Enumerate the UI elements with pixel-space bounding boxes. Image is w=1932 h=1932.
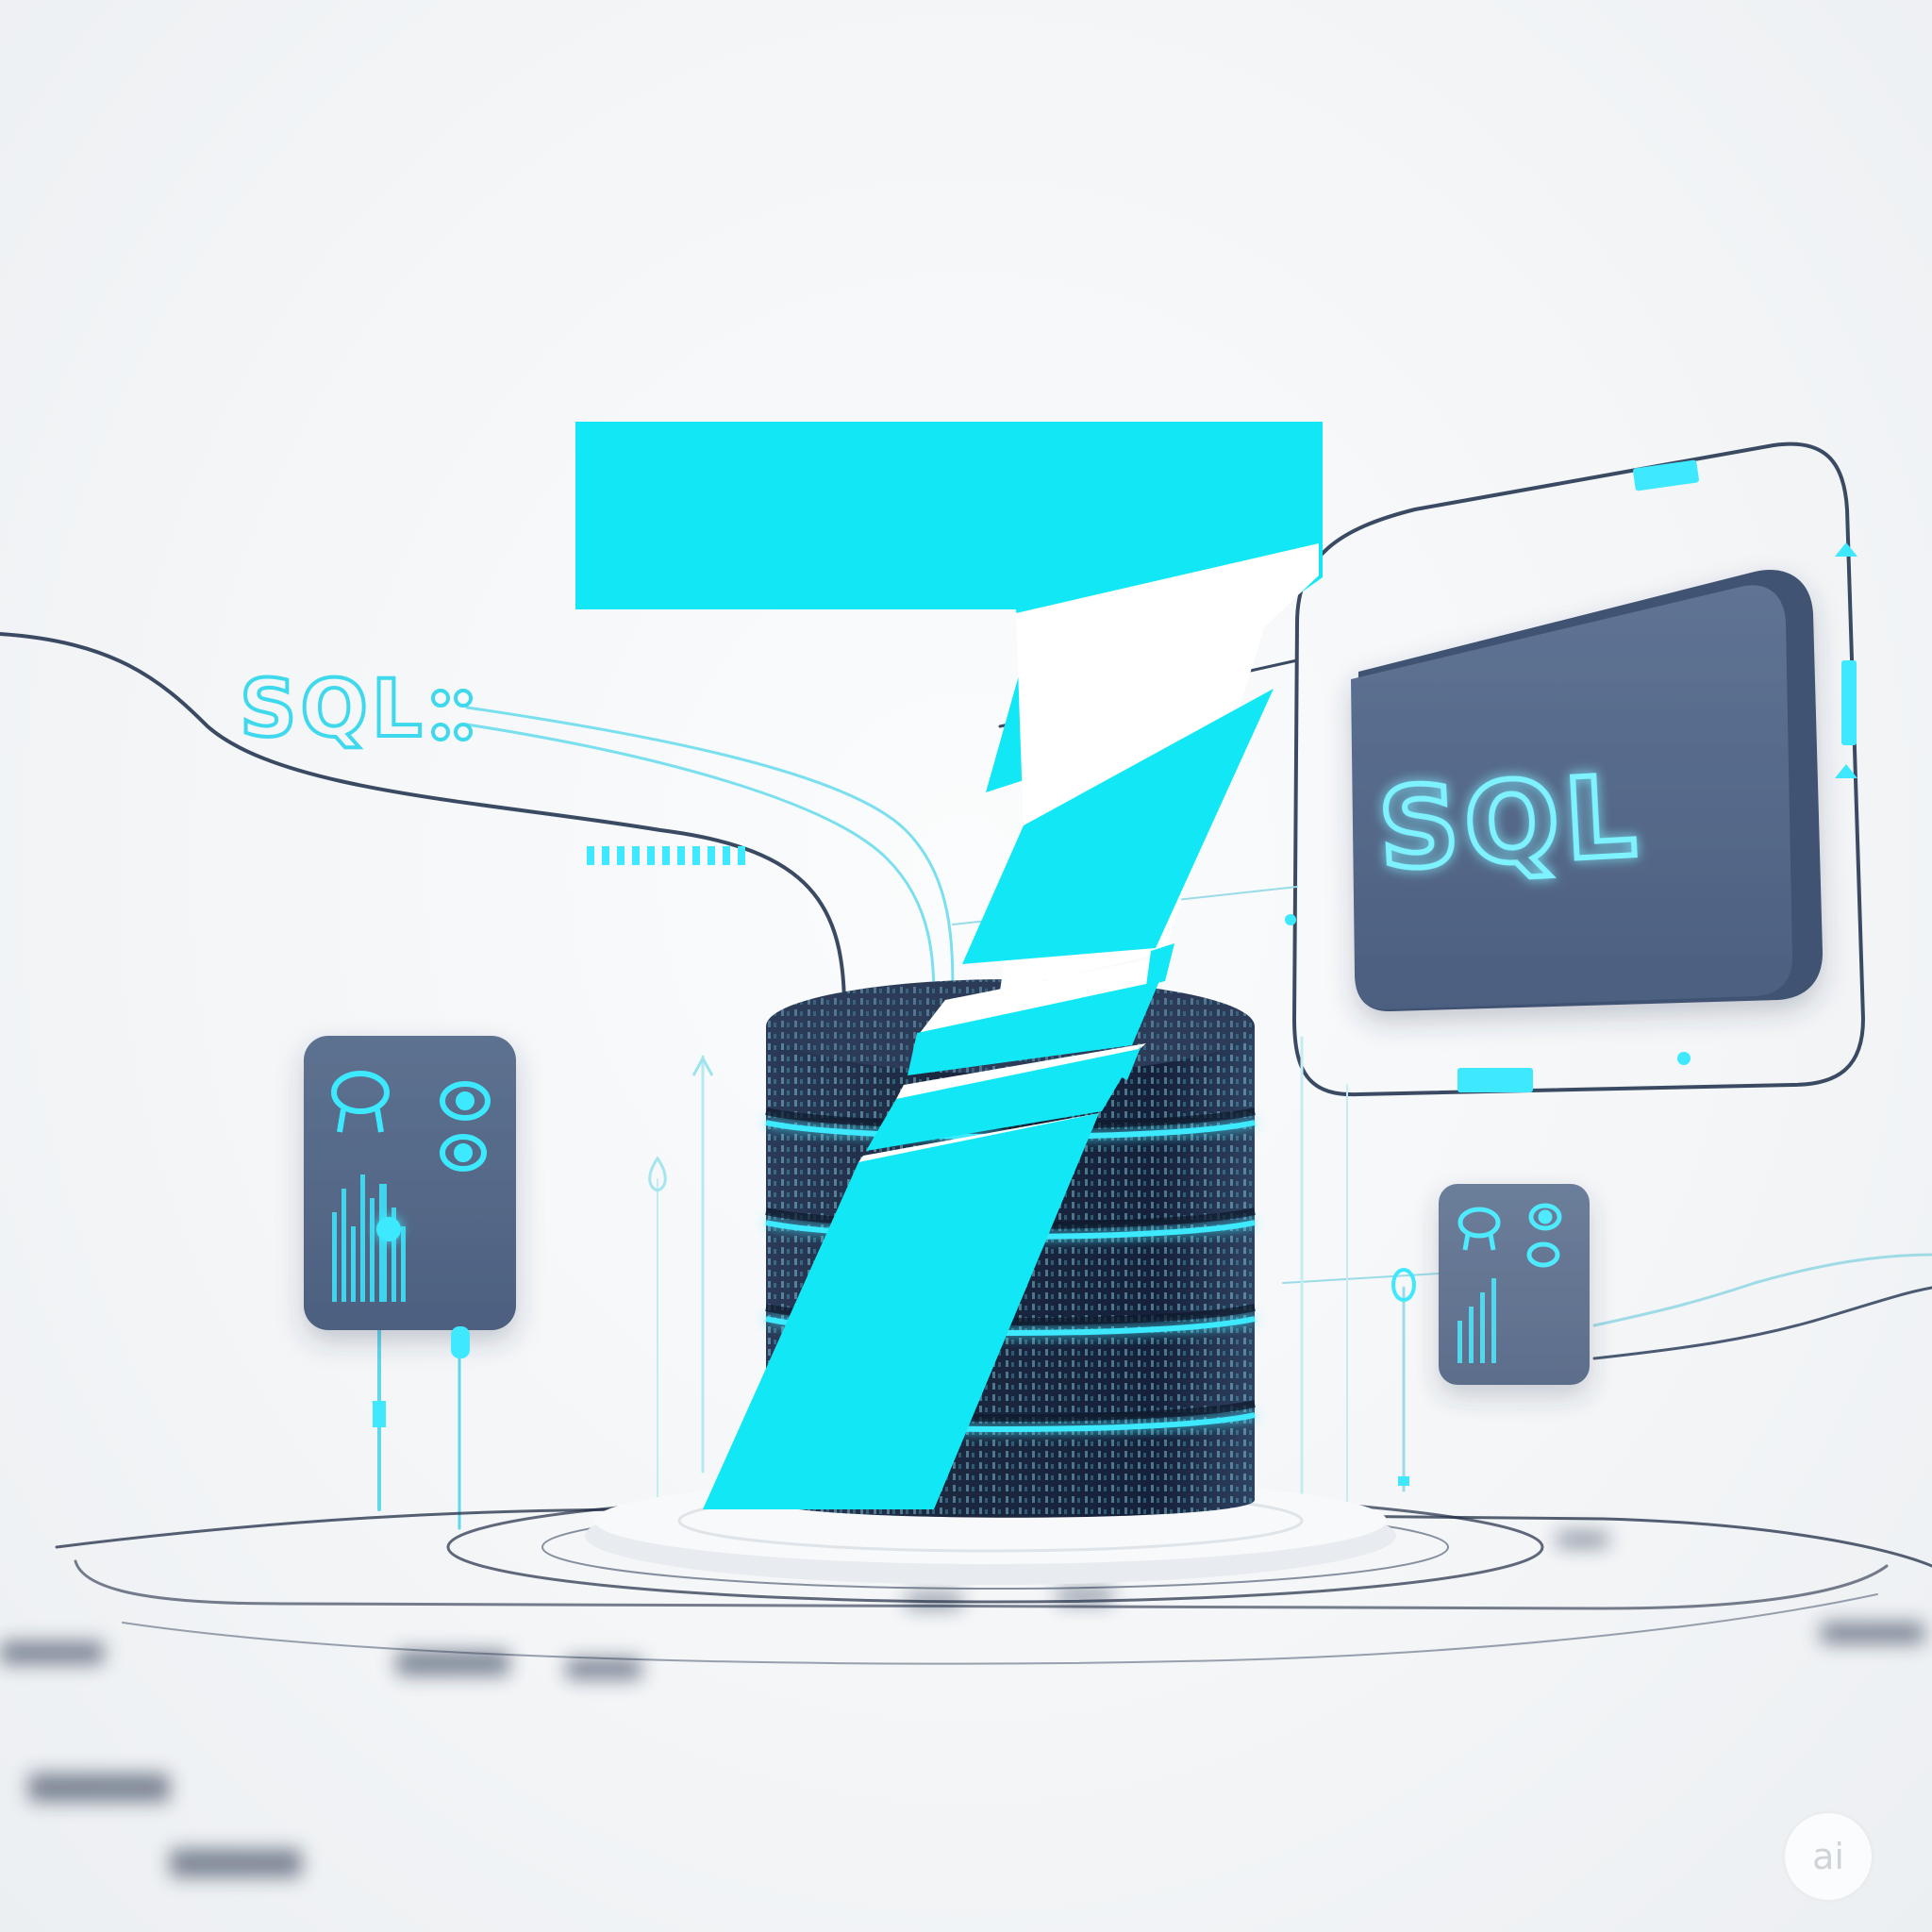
left-dashboard-card [304,1036,516,1330]
left-node [373,1401,386,1427]
screen-sql-label: SQL [1375,751,1644,894]
connector-dots-icon [431,689,473,741]
left-sql-label-group: SQL [238,660,745,865]
number-seven-graphic [575,422,1323,1509]
card-bar-chart [332,1174,406,1302]
ai-watermark-badge: ai [1785,1813,1872,1900]
card-bar-chart-small [1457,1278,1496,1363]
sql-monitor-icon: SQL [1351,570,1823,1012]
frame-accents [1285,459,1857,1092]
blurred-floor-tiles [0,1533,1924,1877]
chair-icon-small [1457,1207,1501,1251]
ai-watermark-text: ai [1812,1836,1844,1877]
right-node [1398,1476,1409,1486]
arrow-up-icon [691,1055,714,1076]
right-dashboard-card [1439,1184,1590,1385]
toggle-icon [440,1081,491,1172]
toggle-icon-small [1526,1203,1562,1268]
left-sql-label: SQL [240,662,425,755]
chair-icon [331,1071,390,1133]
left-node-pill [451,1326,470,1358]
dashed-progress-bar [587,846,745,865]
right-node-ring [1391,1268,1416,1302]
drop-icon [648,1156,667,1192]
